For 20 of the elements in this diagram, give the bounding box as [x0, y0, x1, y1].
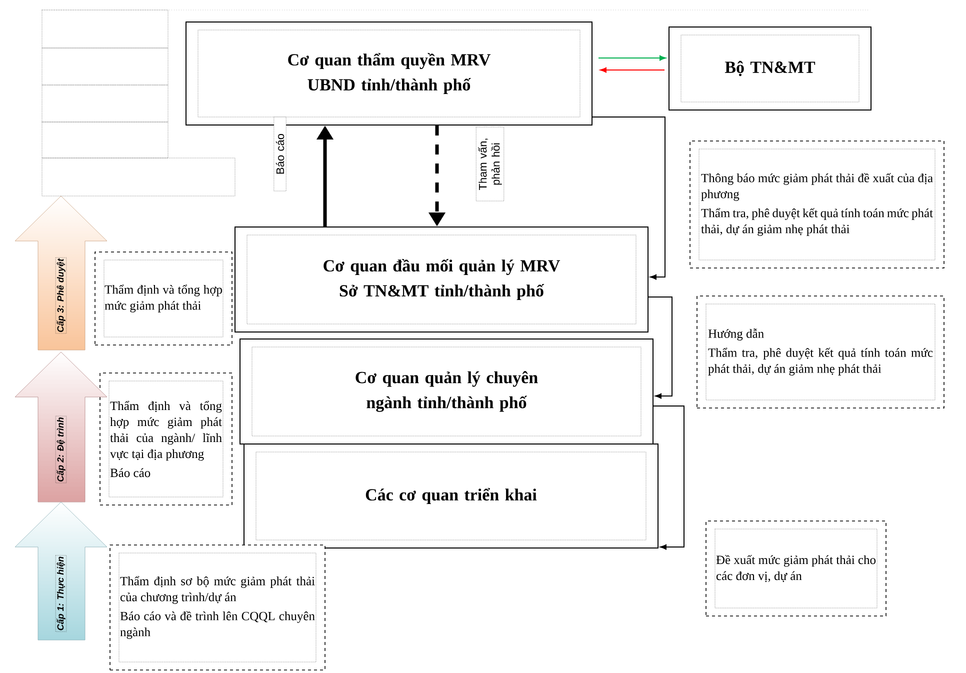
note-box: Thẩm định sơ bộ mức giảm phát thải của chương trình/dự án Báo cáo và đề trình lên CQQL chuyên ngành [110, 544, 326, 670]
process-box: Cơ quan quản lý chuyên ngành tỉnh/thành phố [240, 338, 654, 444]
level-banner: Cấp 1: Thực hiện [14, 502, 108, 640]
process-box: Cơ quan đầu mối quản lý MRV Sở TN&MT tỉnh/thành phố [234, 226, 648, 332]
note-box: Thẩm định và tổng hợp mức giảm phát thải của ngành/ lĩnh vực tại địa phương Báo cáo [100, 372, 232, 506]
note-box: Hướng dẫn Thẩm tra, phê duyệt kết quả tính toán mức phát thải, dự án giảm nhẹ phát thải [696, 296, 944, 408]
arrow [653, 406, 684, 550]
arrow [648, 296, 672, 399]
arrow [600, 67, 665, 73]
arrow [592, 116, 666, 280]
arrow [598, 55, 666, 61]
edge-label: Báo cáo [274, 116, 286, 192]
process-box: Các cơ quan triển khai [244, 444, 658, 548]
edge-label: Tham vấn, phản hồi [476, 126, 504, 202]
level-banner: Cấp 2: Đệ trình [14, 352, 108, 502]
note-box: Đề xuất mức giảm phát thải cho các đơn vị, dự án [706, 520, 886, 616]
note-box: Thẩm định và tổng hợp mức giảm phát thải [94, 252, 232, 346]
note-box: Thông báo mức giảm phát thải đề xuất của địa phương Thẩm tra, phê duyệt kết quả tính toán mức phát thải, dự án giảm nhẹ phát thải [690, 140, 944, 268]
process-box: Cơ quan thẩm quyền MRV UBND tỉnh/thành phố [186, 22, 592, 126]
process-box: Bộ TN&MT [668, 26, 872, 110]
